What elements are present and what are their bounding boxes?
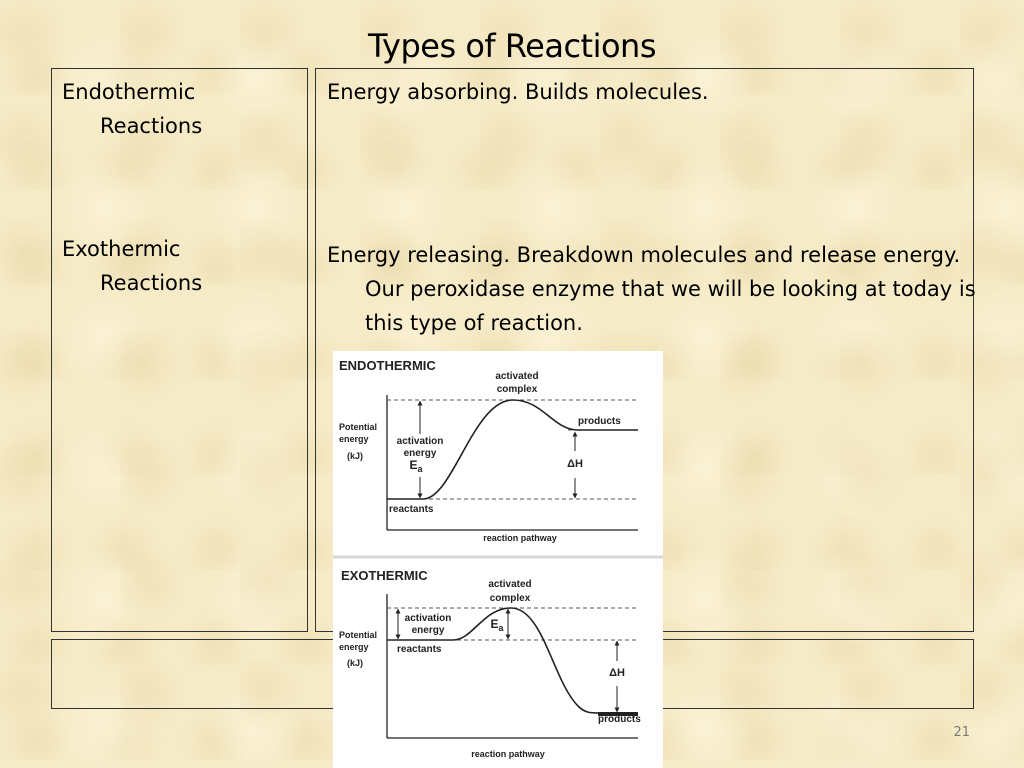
endo-ylabel-3: (kJ)	[347, 451, 363, 461]
term-endothermic-line1: Endothermic	[62, 80, 196, 104]
endo-reactants-label: reactants	[389, 504, 434, 515]
exo-activation-label-1: activation	[405, 613, 452, 624]
exo-energy-curve	[387, 607, 638, 714]
endo-ylabel-2: energy	[339, 434, 369, 444]
definition-endothermic: Energy absorbing. Builds molecules.	[327, 80, 709, 104]
exo-activation-label-2: energy	[412, 625, 445, 636]
term-endothermic-line2: Reactions	[100, 114, 203, 138]
exo-products-label: products	[598, 714, 641, 725]
endo-xlabel: reaction pathway	[483, 533, 557, 543]
exo-ylabel-3: (kJ)	[347, 658, 363, 668]
exo-activated-label-2: complex	[490, 593, 531, 604]
exo-deltah-label: ΔH	[609, 667, 625, 679]
definitions-panel: Energy absorbing. Builds molecules. Ener…	[315, 68, 976, 632]
endo-activation-label-2: energy	[404, 448, 437, 459]
term-exothermic-line1: Exothermic	[62, 237, 181, 261]
definition-exothermic: Energy releasing. Breakdown molecules an…	[327, 243, 976, 335]
endo-activated-label-1: activated	[495, 371, 538, 382]
endo-energy-curve	[387, 399, 638, 500]
endothermic-diagram: ENDOTHERMIC activated complex Potential …	[339, 358, 638, 543]
term-endothermic: Endothermic Reactions	[62, 75, 202, 143]
slide-number: 21	[953, 725, 970, 740]
endo-activated-label-2: complex	[497, 384, 538, 395]
term-exothermic: Exothermic Reactions	[62, 232, 202, 300]
endo-title: ENDOTHERMIC	[339, 358, 436, 373]
endo-ea-label: Ea	[409, 458, 423, 474]
slide-title: Types of Reactions	[367, 27, 657, 65]
exothermic-diagram: EXOTHERMIC activated complex Potential e…	[339, 568, 641, 759]
endo-products-label: products	[578, 416, 621, 427]
exo-ea-label: Ea	[490, 617, 504, 633]
exo-ylabel-1: Potential	[339, 630, 377, 640]
exo-activated-label-1: activated	[488, 579, 531, 590]
endo-deltah-label: ΔH	[567, 458, 583, 470]
exo-ylabel-2: energy	[339, 642, 369, 652]
exo-reactants-label: reactants	[397, 644, 442, 655]
terms-panel: Endothermic Reactions Exothermic Reactio…	[51, 68, 308, 632]
exo-title: EXOTHERMIC	[341, 568, 428, 583]
term-exothermic-line2: Reactions	[100, 271, 203, 295]
exo-xlabel: reaction pathway	[471, 749, 545, 759]
endo-activation-label-1: activation	[397, 436, 444, 447]
endo-ylabel-1: Potential	[339, 422, 377, 432]
energy-diagram-image: ENDOTHERMIC activated complex Potential …	[333, 351, 663, 768]
